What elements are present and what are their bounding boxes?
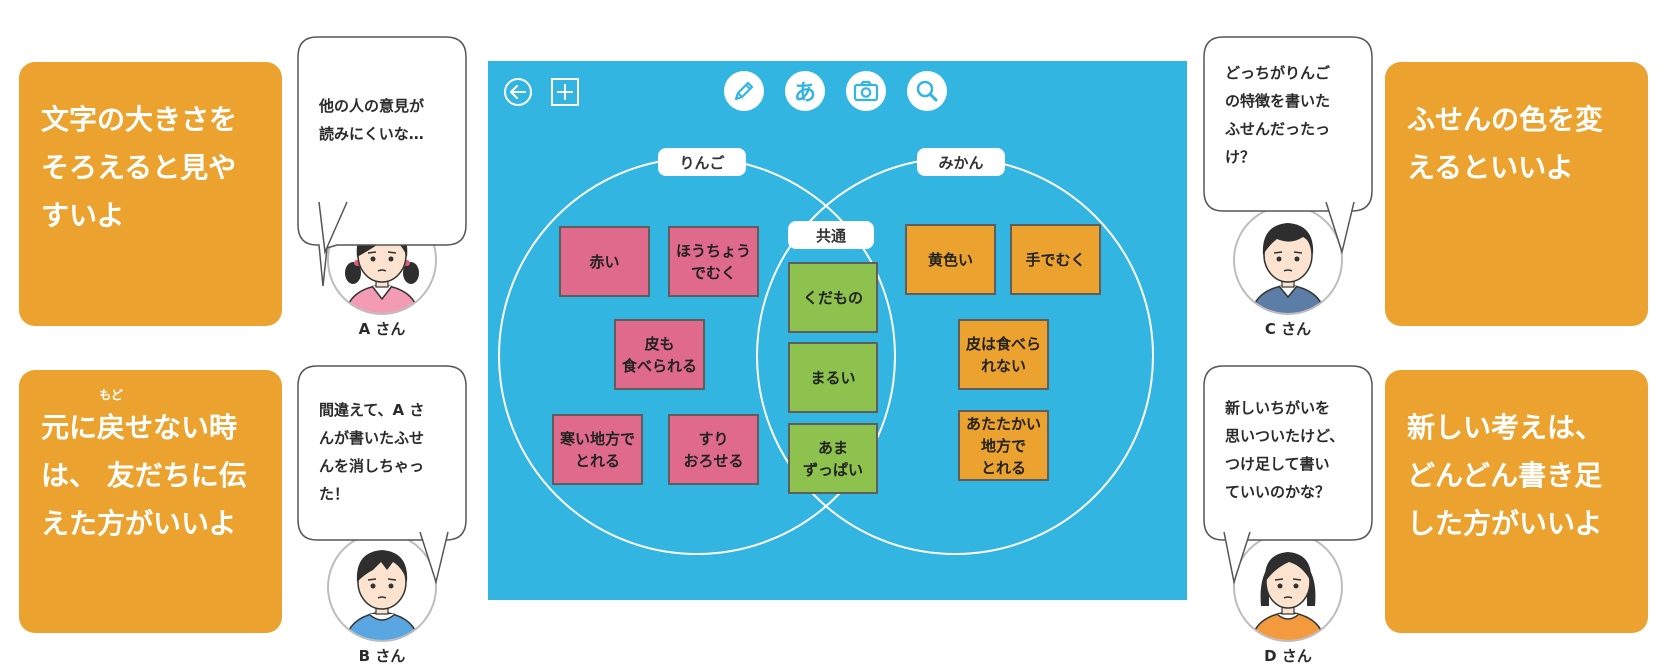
bubble-tail-c [1325,199,1355,255]
tip-box-font-size: 文字の大きさを そろえると見や すいよ [19,62,282,326]
speech-bubble-text-c: どっちがりんご の特徴を書いた ふせんだったっ け？ [1225,64,1331,166]
sticky-note[interactable]: 皮は食べら れない [958,319,1049,390]
speech-bubble-text-d: 新しいちがいを 思いついたけど、 つけ足して書い ていいのかな？ [1225,399,1345,501]
ruby-reading: もど [99,388,123,402]
sticky-note[interactable]: あたたかい 地方で とれる [958,410,1049,481]
sticky-note[interactable]: まるい [788,342,878,413]
sticky-note[interactable]: 皮も 食べられる [614,319,705,390]
sticky-note[interactable]: くだもの [788,262,878,333]
magnifier-icon [916,80,938,102]
person-name-c: C さん [1264,320,1312,338]
tip-text: 文字の大きさを そろえると見や すいよ [41,103,238,232]
sticky-note[interactable]: ほうちょう でむく [668,226,759,297]
sticky-note[interactable]: 赤い [559,226,650,297]
hiragana-a-icon: あ [793,81,816,106]
sticky-note[interactable]: 手でむく [1010,224,1101,295]
venn-label-orange: みかん [917,148,1005,176]
tip-box-note-color: ふせんの色を変 えるといいよ [1385,62,1648,326]
ruby-word: 戻もど [97,388,126,444]
sticky-note[interactable]: すり おろせる [668,414,759,485]
sticky-note[interactable]: 寒い地方で とれる [552,414,643,485]
tip-text: ふせんの色を変 えるといいよ [1407,103,1604,184]
camera-icon [853,80,879,102]
tip-box-undo: 元に戻もどせない時 は、 友だちに伝 えた方がいいよ [19,370,282,633]
plus-icon[interactable] [550,77,580,107]
tip-box-add-ideas: 新しい考えは、 どんどん書き足 した方がいいよ [1385,370,1648,633]
tip-text: 元に戻もどせない時 は、 友だちに伝 えた方がいいよ [41,388,247,540]
sticky-note[interactable]: 黄色い [905,224,996,295]
avatar-c [1233,205,1343,319]
person-name-b: B さん [358,647,406,665]
speech-bubble-text-b: 間違えて、A さ んが書いたふせ んを消しちゃっ た！ [319,401,425,503]
text-tool-button[interactable]: あ [785,71,825,111]
speech-bubble-text-a: 他の人の意見が 読みにくいな… [319,97,425,143]
bubble-tail-b [419,529,449,585]
person-name-a: A さん [358,320,406,338]
whiteboard-canvas[interactable]: あ りんご みかん 共通 赤い ほうちょう でむく 皮も 食べられる 寒い地方で… [488,61,1187,600]
bubble-tail-a [318,199,348,255]
avatar-d [1233,532,1343,646]
tip-text: 新しい考えは、 どんどん書き足 した方がいいよ [1407,411,1604,540]
person-name-d: D さん [1264,647,1312,665]
venn-label-common: 共通 [788,221,874,249]
arrow-left-icon[interactable] [503,77,533,107]
bubble-tail-d [1223,529,1251,585]
speech-bubble-d [1203,365,1373,541]
sticky-note[interactable]: あま ずっぱい [788,423,878,494]
search-tool-button[interactable] [907,71,947,111]
camera-tool-button[interactable] [846,71,886,111]
pencil-icon [734,81,754,101]
venn-label-apple: りんご [658,148,746,176]
pen-tool-button[interactable] [724,71,764,111]
